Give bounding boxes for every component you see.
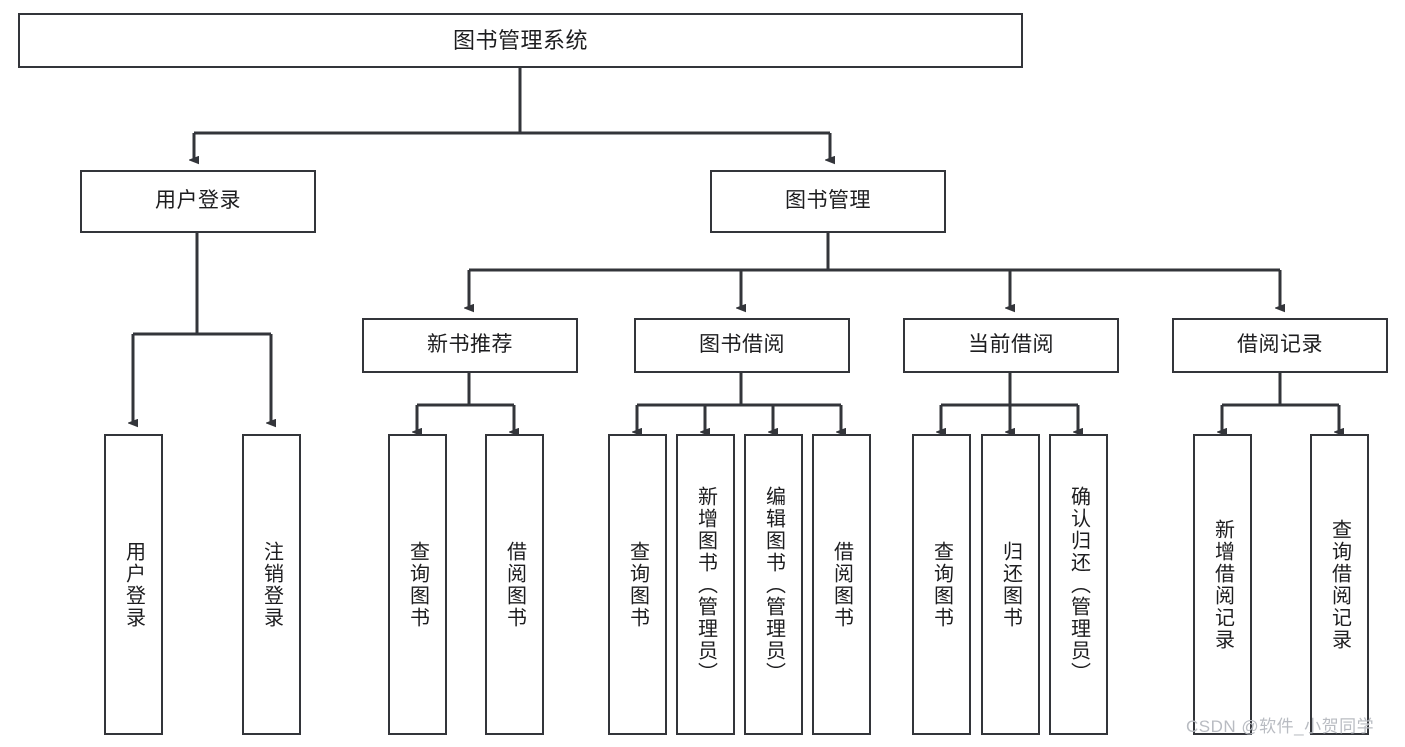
leaf-edit-book-admin[interactable]: 编辑图书（管理员） <box>744 434 803 735</box>
leaf-query-book-borrow[interactable]: 查询图书 <box>608 434 667 735</box>
node-current-borrowing[interactable]: 当前借阅 <box>903 318 1119 373</box>
watermark: CSDN @软件_小贺同学 <box>1186 717 1375 736</box>
leaf-logout[interactable]: 注销登录 <box>242 434 301 735</box>
node-user-login[interactable]: 用户登录 <box>80 170 316 233</box>
leaf-add-borrow-record[interactable]: 新增借阅记录 <box>1193 434 1252 735</box>
node-borrowing-records[interactable]: 借阅记录 <box>1172 318 1388 373</box>
leaf-confirm-return-admin[interactable]: 确认归还（管理员） <box>1049 434 1108 735</box>
node-label: 归还图书 <box>999 540 1022 629</box>
node-label: 用户登录 <box>155 189 241 213</box>
node-label: 借阅图书 <box>830 540 853 629</box>
leaf-query-borrow-record[interactable]: 查询借阅记录 <box>1310 434 1369 735</box>
node-label: 当前借阅 <box>968 333 1054 357</box>
leaf-query-book-newbook[interactable]: 查询图书 <box>388 434 447 735</box>
leaf-borrow-book-newbook[interactable]: 借阅图书 <box>485 434 544 735</box>
node-label: 注销登录 <box>260 540 283 629</box>
leaf-borrow-book[interactable]: 借阅图书 <box>812 434 871 735</box>
node-label: 图书管理 <box>785 189 871 213</box>
leaf-query-book-current[interactable]: 查询图书 <box>912 434 971 735</box>
node-root-book-management-system[interactable]: 图书管理系统 <box>18 13 1023 68</box>
leaf-add-book-admin[interactable]: 新增图书（管理员） <box>676 434 735 735</box>
node-label: 借阅图书 <box>503 540 526 629</box>
node-label: 查询图书 <box>406 540 429 629</box>
leaf-user-login[interactable]: 用户登录 <box>104 434 163 735</box>
node-book-management[interactable]: 图书管理 <box>710 170 946 233</box>
node-label: 新书推荐 <box>427 333 513 357</box>
node-label: 新增借阅记录 <box>1211 518 1234 651</box>
node-label: 查询图书 <box>930 540 953 629</box>
node-label: 查询图书 <box>626 540 649 629</box>
node-label: 确认归还（管理员） <box>1067 485 1090 684</box>
leaf-return-book[interactable]: 归还图书 <box>981 434 1040 735</box>
node-new-book-recommendation[interactable]: 新书推荐 <box>362 318 578 373</box>
node-label: 新增图书（管理员） <box>694 485 717 684</box>
node-label: 用户登录 <box>122 540 145 629</box>
node-label: 图书管理系统 <box>452 27 588 53</box>
node-label: 图书借阅 <box>699 333 785 357</box>
node-label: 借阅记录 <box>1237 333 1323 357</box>
node-label: 查询借阅记录 <box>1328 518 1351 651</box>
node-book-borrowing[interactable]: 图书借阅 <box>634 318 850 373</box>
node-label: 编辑图书（管理员） <box>762 485 785 684</box>
